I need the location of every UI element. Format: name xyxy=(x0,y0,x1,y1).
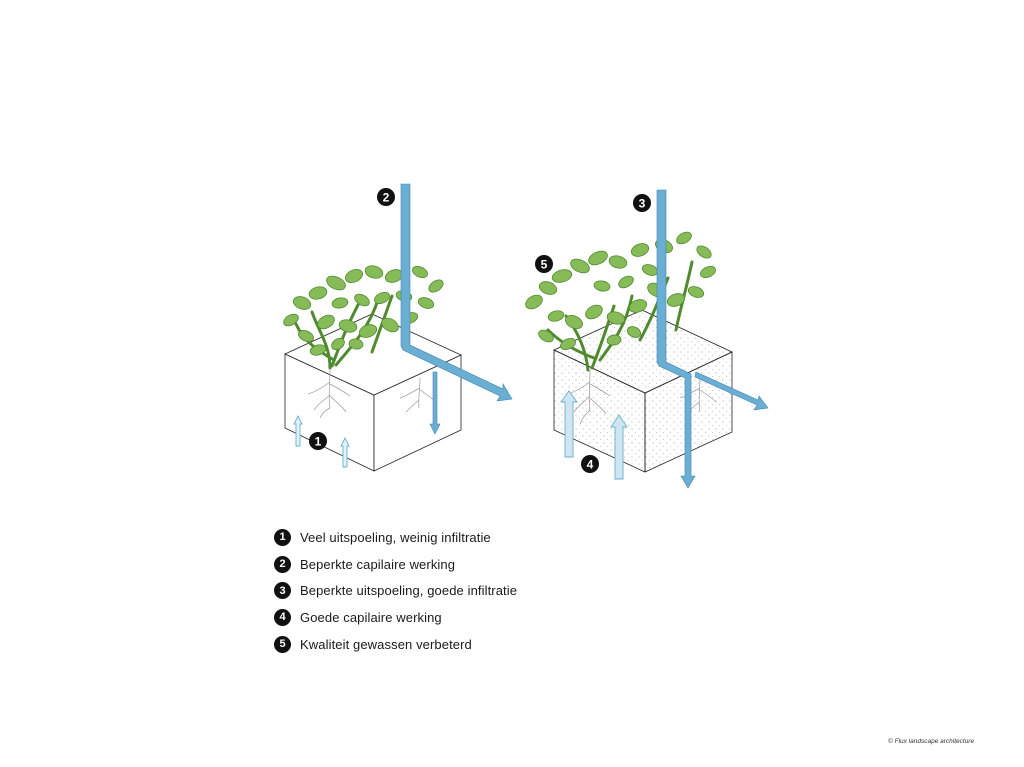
marker-5-label: 5 xyxy=(541,258,548,272)
right-plant xyxy=(525,231,716,372)
marker-3: 3 xyxy=(633,194,651,212)
marker-4-label: 4 xyxy=(587,458,594,472)
legend-number-badge: 2 xyxy=(274,555,291,573)
copyright-credit: © Flux landscape architecture xyxy=(888,738,975,745)
left-roots xyxy=(307,369,437,419)
right-roots xyxy=(565,369,717,425)
right-soil-block xyxy=(525,189,769,489)
legend-item: 1 Veel uitspoeling, weinig infiltratie xyxy=(274,524,517,551)
legend-text: Beperkte uitspoeling, goede infiltratie xyxy=(300,583,518,599)
legend: 1 Veel uitspoeling, weinig infiltratie 2… xyxy=(274,524,517,657)
left-water-flow-arrow xyxy=(400,183,513,435)
marker-2: 2 xyxy=(377,188,395,206)
legend-text: Kwaliteit gewassen verbeterd xyxy=(300,636,472,652)
legend-number-badge: 4 xyxy=(274,608,291,626)
left-capillary-arrows xyxy=(293,414,350,468)
legend-item: 3 Beperkte uitspoeling, goede infiltrati… xyxy=(274,577,517,604)
legend-number-badge: 1 xyxy=(274,528,291,546)
right-water-flow-arrow xyxy=(656,189,769,489)
legend-text: Beperkte capilaire werking xyxy=(300,556,456,572)
right-capillary-arrows xyxy=(560,390,628,480)
legend-number-badge: 5 xyxy=(274,635,291,653)
legend-item: 4 Goede capilaire werking xyxy=(274,604,517,631)
legend-text: Goede capilaire werking xyxy=(300,609,442,625)
legend-item: 5 Kwaliteit gewassen verbeterd xyxy=(274,631,517,658)
marker-2-label: 2 xyxy=(383,191,390,205)
left-soil-block xyxy=(283,183,513,472)
marker-4: 4 xyxy=(581,455,599,473)
marker-1-label: 1 xyxy=(315,435,322,449)
marker-3-label: 3 xyxy=(639,197,646,211)
legend-item: 2 Beperkte capilaire werking xyxy=(274,551,517,578)
legend-text: Veel uitspoeling, weinig infiltratie xyxy=(300,529,491,545)
marker-1: 1 xyxy=(309,432,327,450)
marker-5: 5 xyxy=(535,255,553,273)
legend-number-badge: 3 xyxy=(274,582,291,600)
